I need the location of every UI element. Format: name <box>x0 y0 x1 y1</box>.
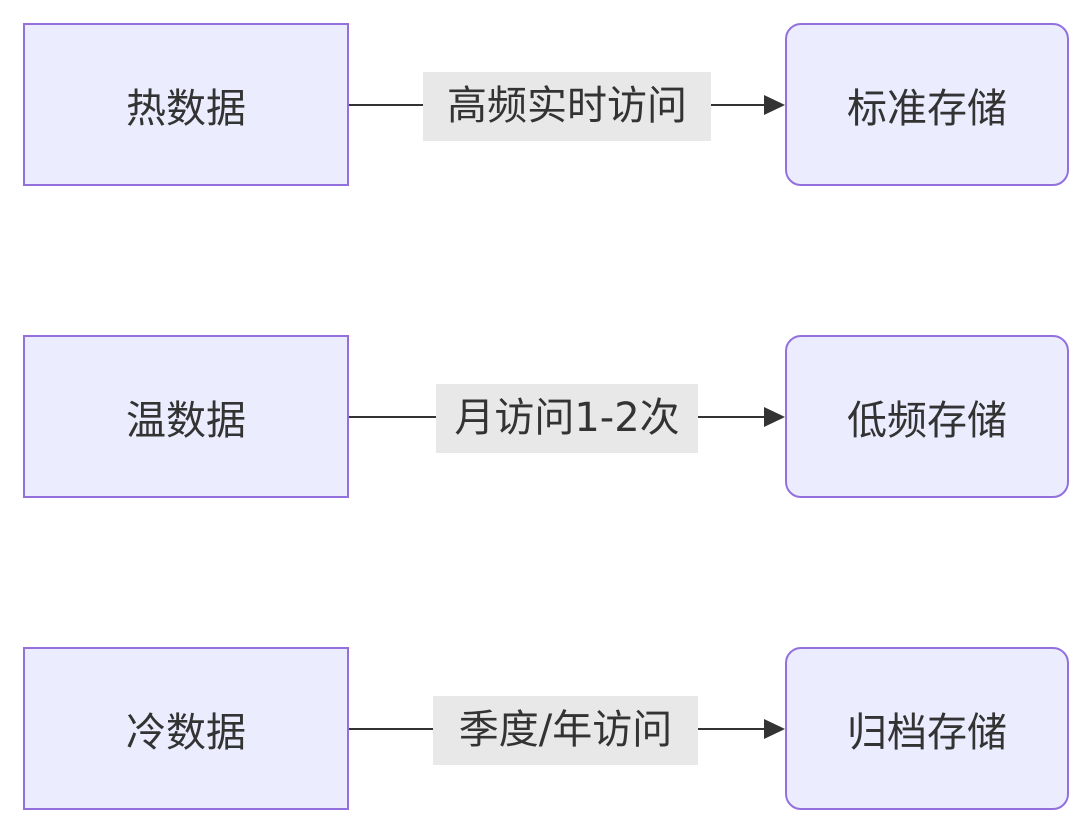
arrow-head-icon <box>764 95 785 115</box>
node-cold-data[interactable]: 冷数据 <box>23 647 349 810</box>
edge-label-warm: 月访问1-2次 <box>436 384 698 453</box>
edge-label-hot: 高频实时访问 <box>423 72 711 141</box>
edge-label-cold: 季度/年访问 <box>433 696 698 765</box>
node-standard-storage[interactable]: 标准存储 <box>785 23 1069 186</box>
node-archive-storage[interactable]: 归档存储 <box>785 647 1069 810</box>
arrow-head-icon <box>764 719 785 739</box>
node-warm-data[interactable]: 温数据 <box>23 335 349 498</box>
node-infrequent-storage[interactable]: 低频存储 <box>785 335 1069 498</box>
arrow-head-icon <box>764 407 785 427</box>
node-hot-data[interactable]: 热数据 <box>23 23 349 186</box>
